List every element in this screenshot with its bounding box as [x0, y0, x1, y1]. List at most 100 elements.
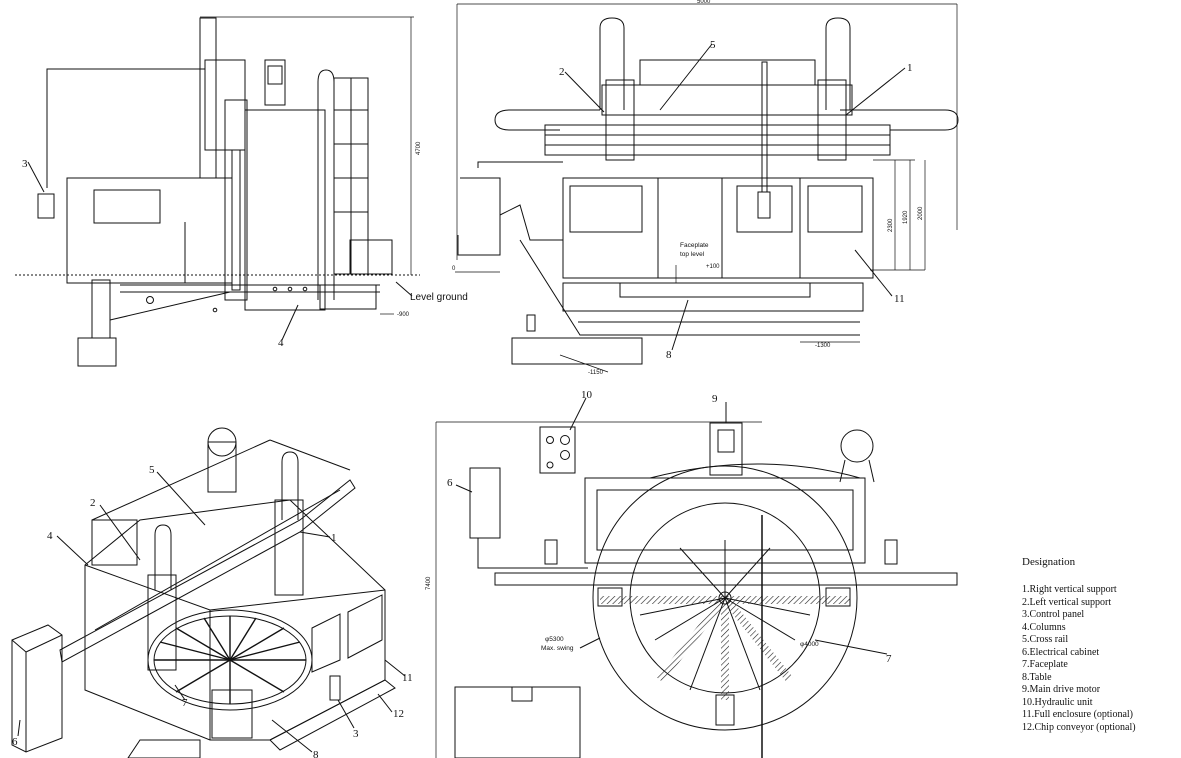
enclosure-window — [93, 189, 161, 224]
hydraulic-unit-side — [349, 239, 393, 275]
plan-beam — [494, 572, 958, 586]
electrical-cabinet-front — [457, 177, 501, 256]
leader-line — [99, 504, 141, 561]
iso-callout-8: 8 — [313, 749, 319, 758]
column-main — [244, 109, 326, 311]
dim-pit: -1150 — [588, 370, 604, 376]
leader-line — [854, 249, 893, 297]
plan-chip-conveyor — [454, 686, 581, 758]
enclosure-window-right — [807, 185, 863, 233]
hydraulic-gauge — [560, 450, 570, 460]
foundation-block — [77, 337, 117, 367]
leader-line — [671, 299, 689, 351]
legend-item: 4.Columns — [1022, 621, 1066, 633]
right-vertical-support — [817, 79, 847, 161]
legend-item: 5.Cross rail — [1022, 634, 1069, 645]
plan-view-text: 10 9 6 7 7400 φ5300 Max. swing φ4000 — [426, 389, 892, 665]
legend-item: 12.Chip conveyor (optional) — [1022, 721, 1136, 733]
iso-right-support — [281, 451, 299, 520]
slot — [724, 597, 811, 616]
plan-chip-outlet — [715, 694, 735, 726]
slot — [175, 659, 231, 693]
callout-3: 3 — [22, 158, 28, 170]
iso-right-column — [274, 499, 304, 596]
leader-line — [659, 43, 713, 111]
column-upper — [199, 17, 217, 179]
iso-callout-5: 5 — [149, 464, 155, 476]
callout-1: 1 — [907, 62, 913, 74]
hydraulic-unit — [539, 426, 576, 474]
leader-line — [579, 637, 601, 649]
iso-window — [347, 594, 383, 659]
iso-callout-4: 4 — [47, 530, 53, 542]
bolt — [212, 307, 218, 313]
leader-line — [17, 719, 21, 737]
plan-right-support — [825, 587, 851, 607]
slot — [229, 627, 285, 661]
tool-bar — [231, 149, 241, 291]
dim-depth: 7400 — [426, 576, 432, 590]
iso-guard-rail-top — [91, 439, 271, 521]
legend-item: 7.Faceplate — [1022, 659, 1068, 670]
dim-ground: -1300 — [815, 343, 831, 349]
leader-line — [56, 535, 89, 566]
iso-faceplate — [147, 609, 313, 711]
iso-callout-7: 7 — [182, 697, 188, 709]
leader-line — [569, 397, 587, 431]
callout-2: 2 — [559, 66, 565, 78]
iso-view-text: 5 2 1 4 11 12 3 7 8 6 — [12, 464, 413, 758]
front-elevation-view — [455, 3, 959, 373]
slot — [724, 597, 761, 691]
iso-pit — [127, 739, 201, 758]
dim-ground-mark: 0 — [452, 266, 456, 272]
motor-box — [264, 59, 286, 106]
legend-item: 3.Control panel — [1022, 609, 1085, 620]
column-ram — [224, 99, 248, 301]
top-beam-housing — [639, 59, 816, 86]
left-support-pipe — [599, 17, 625, 110]
leader-line — [281, 304, 299, 341]
cable-run — [477, 161, 563, 168]
dim-ground-offset: -900 — [397, 312, 410, 318]
dim-line — [559, 354, 609, 373]
plan-hydraulic-ring — [840, 429, 874, 463]
isometric-view — [11, 427, 406, 758]
slot — [639, 597, 726, 616]
legend-item: 2.Left vertical support — [1022, 596, 1112, 608]
iso-callout-6: 6 — [12, 736, 18, 748]
conveyor-slope — [499, 204, 563, 241]
bolt — [287, 286, 293, 292]
ring-stand — [868, 459, 875, 483]
dim-table-dia: φ4000 — [800, 641, 819, 648]
slot — [159, 641, 231, 661]
slot — [229, 617, 257, 661]
iso-guard-rail — [91, 519, 138, 566]
slot — [724, 597, 796, 641]
slot — [175, 627, 231, 661]
iso-callout-3: 3 — [353, 728, 359, 740]
iso-window — [311, 613, 341, 673]
iso-cabinet-edge — [11, 639, 27, 653]
plan-callout-7: 7 — [886, 653, 892, 665]
leader-line — [377, 693, 393, 713]
conveyor-bottom — [519, 239, 860, 336]
plan-callout-6: 6 — [447, 477, 453, 489]
swing-arc-top — [649, 463, 861, 479]
dim-swing-label: Max. swing — [541, 645, 574, 652]
side-elevation-view — [15, 16, 420, 367]
enclosure-body — [66, 177, 233, 284]
legend-item: 10.Hydraulic unit — [1022, 696, 1093, 708]
legend-item: 8.Table — [1022, 671, 1052, 683]
plan-conveyor-detail — [511, 686, 533, 702]
leader-line — [384, 659, 406, 677]
level-ground-label: Level ground — [410, 292, 468, 303]
main-drive-motor — [709, 422, 743, 476]
leader-line — [271, 719, 313, 753]
iso-cabinet-edge — [25, 634, 63, 653]
legend-item: 9.Main drive motor — [1022, 684, 1101, 695]
leader-line — [564, 71, 605, 113]
plan-electrical-cabinet — [469, 467, 501, 539]
top-beam — [601, 84, 853, 116]
plan-column — [884, 539, 898, 565]
